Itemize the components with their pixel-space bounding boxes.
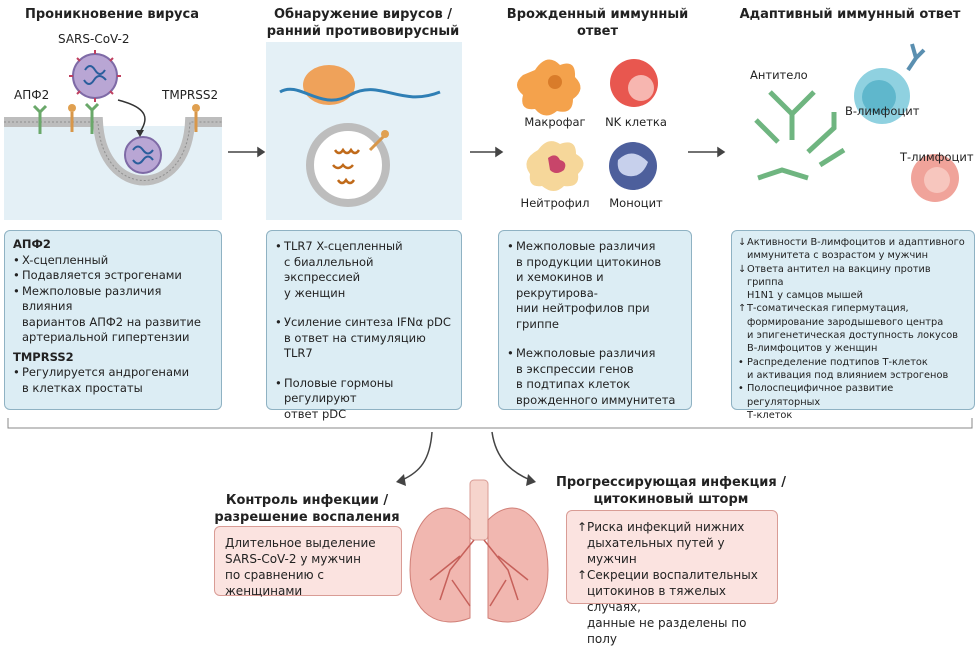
tcell-label: Т-лимфоцит: [900, 150, 974, 164]
lungs-icon: [409, 479, 549, 623]
outcome-arrows: [401, 431, 531, 481]
panel-innate-response: Межполовые различия в продукции цитокино…: [498, 230, 692, 410]
list-item: X-сцепленный: [13, 253, 213, 269]
panel-adaptive-response: Активности B-лимфоцитов и адаптивного им…: [731, 230, 975, 421]
monocyte-label: Моноцит: [609, 196, 663, 210]
outcome-left-box: Длительное выделение SARS-CoV-2 у мужчин…: [214, 526, 402, 598]
column-title-innate: Врожденный иммунный ответ: [506, 7, 689, 39]
list-item: Подавляется эстрогенами: [13, 268, 213, 284]
list-item: Усиление синтеза IFNα pDC в ответ на сти…: [275, 315, 453, 362]
tmprss2-header: TMPRSS2: [13, 349, 74, 364]
list-item: Межполовые различия в экспрессии генов в…: [507, 346, 683, 408]
list-item: Регулируется андрогенами в клетках прост…: [13, 365, 213, 396]
adaptive-cells-illustration: [754, 43, 959, 202]
neutrophil-label: Нейтрофил: [520, 196, 590, 210]
list-item: Межполовые различия в продукции цитокино…: [507, 239, 683, 332]
list-item: Полоспецифичное развитие регуляторных Т-…: [738, 382, 968, 422]
list-item: Ответа антител на вакцину против гриппа …: [738, 263, 968, 303]
list-item: Половые гормоны регулируют ответ pDC: [275, 376, 453, 423]
list-item: Т-соматическая гипермутация, формировани…: [738, 302, 968, 355]
outcome-right-box: Риска инфекций нижних дыхательных путей …: [566, 510, 778, 646]
list-item: Секреции воспалительных цитокинов в тяже…: [577, 567, 767, 647]
list-item: Распределение подтипов Т-клеток и актива…: [738, 356, 968, 383]
tmprss2-label: TMPRSS2: [162, 88, 219, 102]
ace2-receptor-icon: [32, 102, 100, 134]
list-item: Риска инфекций нижних дыхательных путей …: [577, 519, 767, 567]
virus-entry-illustration: [4, 50, 222, 220]
outcome-left-text: Длительное выделение SARS-CoV-2 у мужчин…: [225, 536, 376, 598]
antibody-label: Антитело: [750, 68, 808, 82]
panel-virus-detection: TLR7 X-сцепленный с биаллельной экспресс…: [266, 230, 462, 421]
panel-virus-entry: АПФ2 X-сцепленный Подавляется эстрогенам…: [4, 230, 222, 410]
virus-detection-illustration: [266, 42, 462, 220]
outcome-right-title: Прогрессирующая инфекция / цитокиновый ш…: [556, 475, 786, 507]
list-item: Межполовые различия влияния вариантов АП…: [13, 284, 213, 346]
outcome-left-title: Контроль инфекции / разрешение воспалени…: [214, 493, 400, 525]
ace2-label: АПФ2: [14, 88, 50, 102]
innate-cells-illustration: [517, 59, 658, 191]
tmprss2-icon: [68, 104, 200, 132]
virus-label: SARS-CoV-2: [58, 32, 130, 46]
summary-bracket: [7, 418, 973, 429]
list-item: Активности B-лимфоцитов и адаптивного им…: [738, 236, 968, 263]
bcell-label: B-лимфоцит: [845, 104, 920, 118]
list-item: TLR7 X-сцепленный с биаллельной экспресс…: [275, 239, 453, 301]
flow-arrows: [228, 146, 726, 158]
nk-cell-label: NK клетка: [605, 115, 667, 129]
column-title-entry: Проникновение вируса: [24, 7, 199, 22]
ace2-header: АПФ2: [13, 237, 51, 251]
antibody-icon: [754, 90, 846, 181]
column-title-adaptive: Адаптивный иммунный ответ: [739, 7, 961, 22]
internalized-virus-icon: [124, 136, 162, 174]
virus-icon: [69, 50, 121, 102]
macrophage-label: Макрофаг: [524, 115, 586, 129]
